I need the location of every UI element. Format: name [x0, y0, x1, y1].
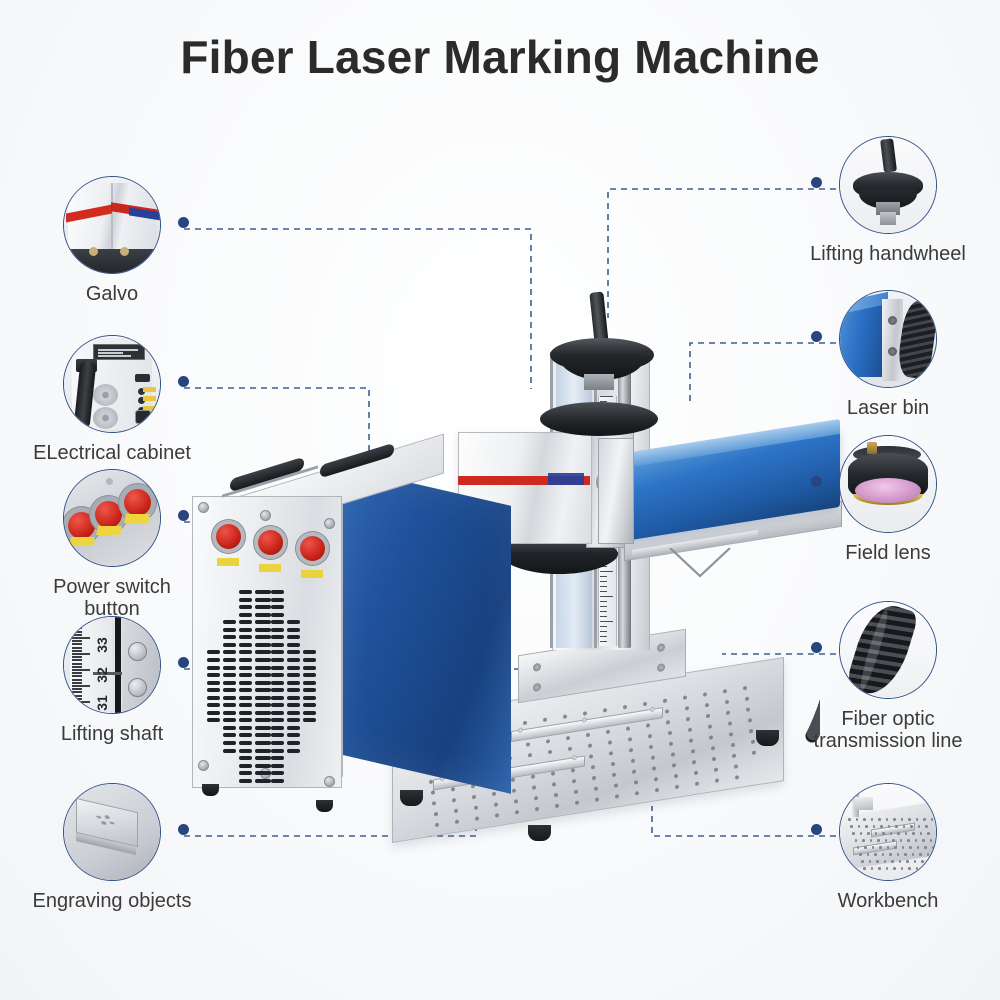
callout-galvo[interactable]: Galvo — [32, 176, 192, 305]
workbench-icon — [839, 783, 937, 881]
handwheel-icon — [839, 136, 937, 234]
button-label-3 — [301, 570, 323, 578]
connector-dot-engraving-objects — [178, 824, 189, 835]
callout-label: Field lens — [845, 542, 931, 564]
callout-electrical-cabinet[interactable]: ELectrical cabinet — [32, 335, 192, 464]
cabinet-screw-tm — [260, 510, 271, 521]
callout-lifting-handwheel[interactable]: Lifting handwheel — [808, 136, 968, 265]
button-label-2 — [259, 564, 281, 572]
callout-label: Workbench — [837, 890, 939, 912]
page-title: Fiber Laser Marking Machine — [180, 31, 820, 83]
galvo-brand-label — [548, 473, 584, 485]
engraving-objects-icon — [63, 783, 161, 881]
laser-bin-endcap — [598, 438, 634, 544]
callout-label: Lifting handwheel — [810, 243, 966, 265]
base-foot-front — [528, 825, 551, 841]
electrical-cabinet-icon — [63, 335, 161, 433]
connector-dot-lifting-shaft — [178, 657, 189, 668]
cabinet-foot-right — [316, 800, 333, 812]
base-foot-right — [756, 730, 779, 746]
callout-workbench[interactable]: Workbench — [808, 783, 968, 912]
laser-bin-support-bracket — [669, 548, 731, 578]
connector-dot-power-switch — [178, 510, 189, 521]
galvo-red-stripe — [458, 476, 590, 485]
callout-label: Engraving objects — [32, 890, 192, 912]
field-lens-icon — [839, 435, 937, 533]
cabinet-screw-br — [324, 776, 335, 787]
handwheel-hub — [584, 374, 614, 390]
fiber-optic-icon — [839, 601, 937, 699]
connector-dot-lifting-handwheel — [811, 177, 822, 188]
power-switch-button-2[interactable] — [258, 530, 283, 555]
galvo-lower-ring-shade — [500, 552, 618, 574]
cabinet-foot-left — [202, 784, 219, 796]
galvo-upper-ring — [540, 402, 658, 436]
callout-label: Laser bin — [846, 397, 930, 419]
callout-label: Galvo — [85, 283, 139, 305]
base-foot-left — [400, 790, 423, 806]
callout-power-switch-button[interactable]: Power switch button — [32, 469, 192, 621]
cabinet-screw-tr — [324, 518, 335, 529]
connector-dot-galvo — [178, 217, 189, 228]
connector-dot-fiber-optic-line — [811, 642, 822, 653]
callout-engraving-objects[interactable]: Engraving objects — [32, 783, 192, 912]
callout-fiber-optic-line[interactable]: Fiber optic transmission line — [808, 601, 968, 753]
connector-dot-laser-bin — [811, 331, 822, 342]
connector-dot-electrical-cabinet — [178, 376, 189, 387]
power-switch-button-1[interactable] — [216, 524, 241, 549]
connector-dot-workbench — [811, 824, 822, 835]
callout-label: ELectrical cabinet — [33, 442, 191, 464]
callout-label: Lifting shaft — [60, 723, 164, 745]
power-switch-icon — [63, 469, 161, 567]
cabinet-screw-tl — [198, 502, 209, 513]
connector-dot-field-lens — [811, 476, 822, 487]
laser-bin-icon — [839, 290, 937, 388]
cabinet-screw-bl — [198, 760, 209, 771]
button-label-1 — [217, 558, 239, 566]
callout-laser-bin[interactable]: Laser bin — [808, 290, 968, 419]
callout-label: Power switch button — [53, 576, 171, 621]
fiber-laser-marking-machine — [192, 290, 842, 890]
callout-field-lens[interactable]: Field lens — [808, 435, 968, 564]
cabinet-blue-panel — [339, 466, 511, 794]
galvo-icon — [63, 176, 161, 274]
power-switch-button-3[interactable] — [300, 536, 325, 561]
callout-label: Fiber optic transmission line — [813, 708, 963, 753]
